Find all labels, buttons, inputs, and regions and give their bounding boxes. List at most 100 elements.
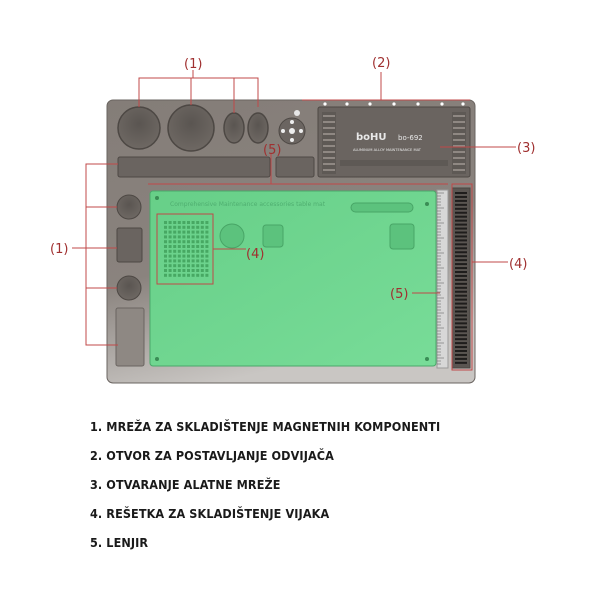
screw-slot [455, 322, 467, 325]
screw-slot [455, 357, 467, 360]
screw-slot [455, 235, 467, 238]
grid-dot [205, 221, 209, 224]
grid-dot [200, 273, 204, 277]
grid-dot [191, 259, 195, 263]
grid-dot [164, 273, 167, 277]
grid-dot [164, 235, 167, 239]
grid-dot [196, 230, 200, 234]
grid-dot [205, 240, 209, 244]
grid-dot [164, 249, 167, 253]
grid-dot [177, 245, 181, 248]
left-compartments [115, 194, 145, 367]
grid-dot [196, 245, 200, 248]
callout-3: (3) [517, 141, 535, 156]
grid-dot [168, 240, 172, 244]
grid-dot [200, 245, 204, 248]
grid-dot [205, 230, 209, 234]
grid-dot [182, 259, 186, 263]
grid-dot [182, 230, 186, 234]
screw-slot [455, 353, 467, 356]
screw-slot [455, 199, 467, 202]
brand-logo: boHU [356, 132, 387, 143]
model-number: bo-692 [398, 134, 423, 142]
screw-slot [455, 278, 467, 281]
screw-slot [455, 342, 467, 345]
grid-dot [182, 273, 186, 277]
screw-slot [455, 255, 467, 258]
screw-slot [455, 334, 467, 337]
screw-slot [455, 302, 467, 305]
grid-dot [168, 269, 172, 272]
grid-dot [191, 235, 195, 239]
screw-slot [455, 318, 467, 321]
grid-dot [205, 259, 209, 263]
screw-slot [455, 271, 467, 273]
legend-item-1: 1. MREŽA ZA SKLADIŠTENJE MAGNETNIH KOMPO… [90, 419, 441, 434]
grid-dot [168, 249, 172, 253]
grid-dot [164, 254, 167, 258]
grid-dot [168, 221, 172, 224]
legend-item-5: 5. LENJIR [90, 535, 149, 550]
screw-slot [455, 338, 467, 341]
screw-slot [455, 243, 467, 246]
screw-slot [455, 251, 467, 254]
grid-dot [191, 254, 195, 258]
screw-slot [455, 192, 467, 194]
silicone-mat: Comprehensive Maintenance accessories ta… [149, 190, 437, 367]
grid-dot [177, 221, 181, 224]
callout-4-right: (4) [509, 257, 527, 272]
screw-slot [455, 207, 467, 210]
grid-dot [177, 254, 181, 258]
grid-dot [200, 254, 204, 258]
grid-dot [187, 273, 190, 277]
right-screw-grid [451, 187, 471, 369]
screw-slot [455, 231, 467, 234]
mat-text: Comprehensive Maintenance accessories ta… [170, 201, 326, 208]
grid-dot [196, 254, 200, 258]
screw-slot [455, 227, 467, 230]
grid-dot [182, 245, 186, 248]
screw-slot [455, 286, 467, 289]
grid-dot [173, 225, 177, 229]
grid-dot [182, 221, 186, 224]
grid-dot [164, 230, 167, 234]
grid-dot [168, 235, 172, 239]
screw-slot [455, 346, 467, 349]
maintenance-mat-diagram: boHU bo-692 ALUMINUM ALLOY MAINTENANCE M… [50, 56, 535, 384]
grid-dot [191, 273, 195, 277]
callout-1-left: (1) [50, 242, 68, 257]
screw-slot [455, 306, 467, 309]
grid-dot [173, 273, 177, 277]
grid-dot [164, 245, 167, 248]
grid-dot [177, 235, 181, 239]
screw-slot [455, 350, 467, 352]
grid-dot [205, 264, 209, 268]
grid-dot [177, 249, 181, 253]
screwdriver-holder [278, 110, 306, 145]
product-illustration: boHU bo-692 ALUMINUM ALLOY MAINTENANCE M… [50, 56, 535, 384]
screw-slot [455, 298, 467, 301]
grid-dot [187, 269, 190, 272]
grid-dot [196, 259, 200, 263]
screw-slot [455, 215, 467, 218]
grid-dot [168, 225, 172, 229]
grid-dot [177, 240, 181, 244]
screw-slot [455, 290, 467, 293]
grid-dot [196, 235, 200, 239]
grid-dot [164, 264, 167, 268]
grid-dot [164, 259, 167, 263]
grid-dot [177, 259, 181, 263]
legend-item-3: 3. OTVARANJE ALATNE MREŽE [90, 477, 281, 492]
screw-slot [455, 195, 467, 198]
grid-dot [182, 235, 186, 239]
grid-dot [200, 221, 204, 224]
top-round-compartments [117, 104, 269, 152]
legend-item-2: 2. OTVOR ZA POSTAVLJANJE ODVIJAČA [90, 448, 334, 463]
grid-dot [182, 254, 186, 258]
grid-dot [177, 225, 181, 229]
screw-slot [455, 267, 467, 270]
screw-slot [455, 263, 467, 266]
screw-grid [164, 221, 209, 277]
grid-dot [196, 225, 200, 229]
grid-dot [187, 259, 190, 263]
